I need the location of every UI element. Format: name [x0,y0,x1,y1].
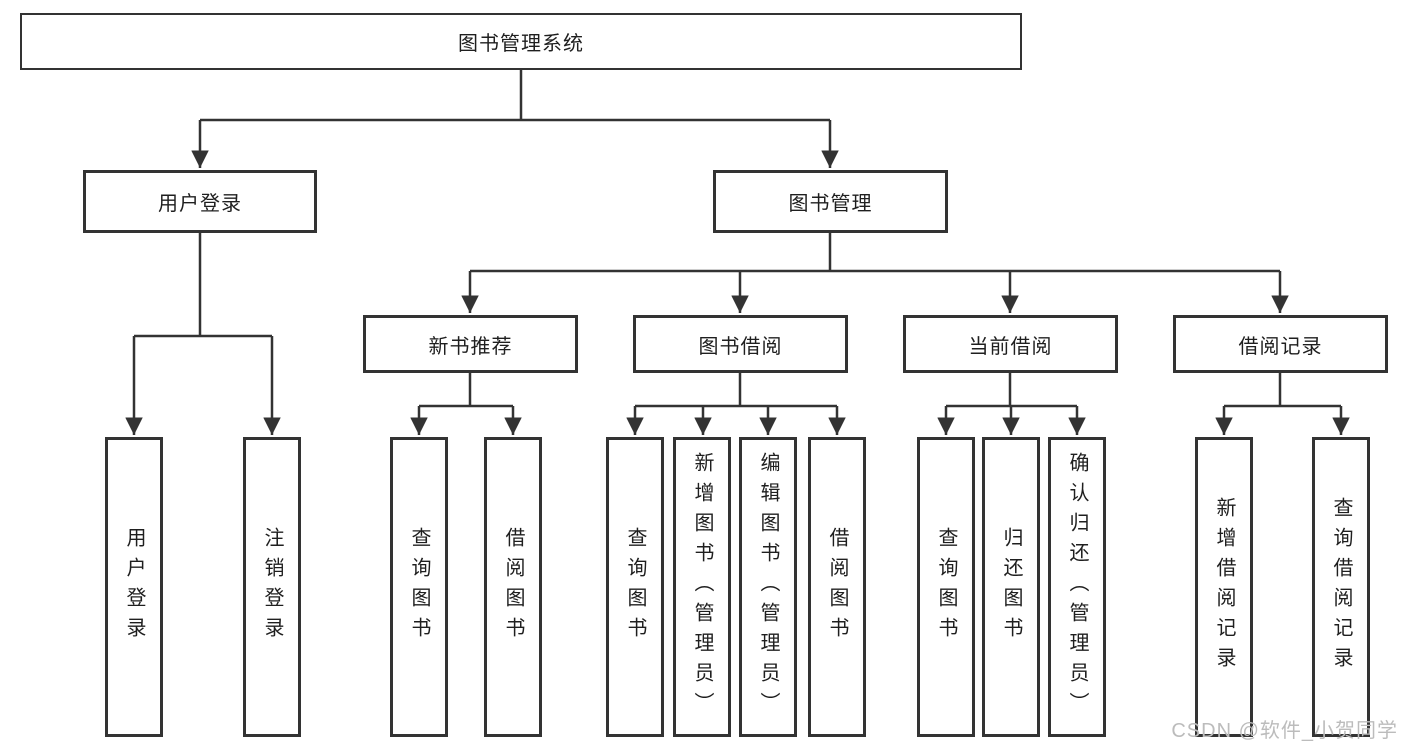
node-user-login: 用户登录 [83,170,317,233]
leaf-add-book-admin: 新增图书（管理员） [673,437,731,737]
node-label: 用户登录 [158,193,242,215]
leaf-add-borrow-record: 新增借阅记录 [1195,437,1253,737]
node-label: 新书推荐 [428,335,513,358]
node-label: 借阅图书 [826,527,848,647]
node-label: 当前借阅 [968,335,1053,358]
tree-connectors [125,69,1350,435]
leaf-query-books-borrowing: 查询图书 [606,437,664,737]
node-book-borrowing: 图书借阅 [633,315,848,373]
leaf-query-books-recommend: 查询图书 [390,437,448,737]
leaf-query-books-current: 查询图书 [917,437,975,737]
bus-lines [134,69,1341,408]
node-library-management-system: 图书管理系统 [20,13,1022,70]
leaf-return-books: 归还图书 [982,437,1040,737]
node-label: 查询图书 [624,527,646,647]
node-label: 用户登录 [123,527,145,647]
node-label: 查询借阅记录 [1330,497,1352,677]
node-label: 查询图书 [935,527,957,647]
node-label: 确认归还（管理员） [1066,452,1088,722]
node-label: 借阅记录 [1238,335,1323,358]
node-label: 查询图书 [408,527,430,647]
csdn-watermark: CSDN @软件_小贺同学 [1171,720,1398,742]
node-label: 归还图书 [1000,527,1022,647]
node-label: 注销登录 [261,527,283,647]
node-label: 新增借阅记录 [1213,497,1235,677]
node-current-borrowing: 当前借阅 [903,315,1118,373]
leaf-confirm-return-admin: 确认归还（管理员） [1048,437,1106,737]
node-book-management: 图书管理 [713,170,948,233]
leaf-borrow-books-recommend: 借阅图书 [484,437,542,737]
node-label: 图书借阅 [698,335,783,358]
leaf-borrow-books-borrowing: 借阅图书 [808,437,866,737]
node-label: 编辑图书（管理员） [757,452,779,722]
node-new-book-recommendation: 新书推荐 [363,315,578,373]
node-label: 借阅图书 [502,527,524,647]
leaf-query-borrow-record: 查询借阅记录 [1312,437,1370,737]
node-label: 图书管理 [788,193,873,215]
leaf-edit-book-admin: 编辑图书（管理员） [739,437,797,737]
leaf-logout: 注销登录 [243,437,301,737]
node-borrowing-records: 借阅记录 [1173,315,1388,373]
node-label: 图书管理系统 [458,33,584,55]
leaf-user-login: 用户登录 [105,437,163,737]
node-label: 新增图书（管理员） [691,452,713,722]
